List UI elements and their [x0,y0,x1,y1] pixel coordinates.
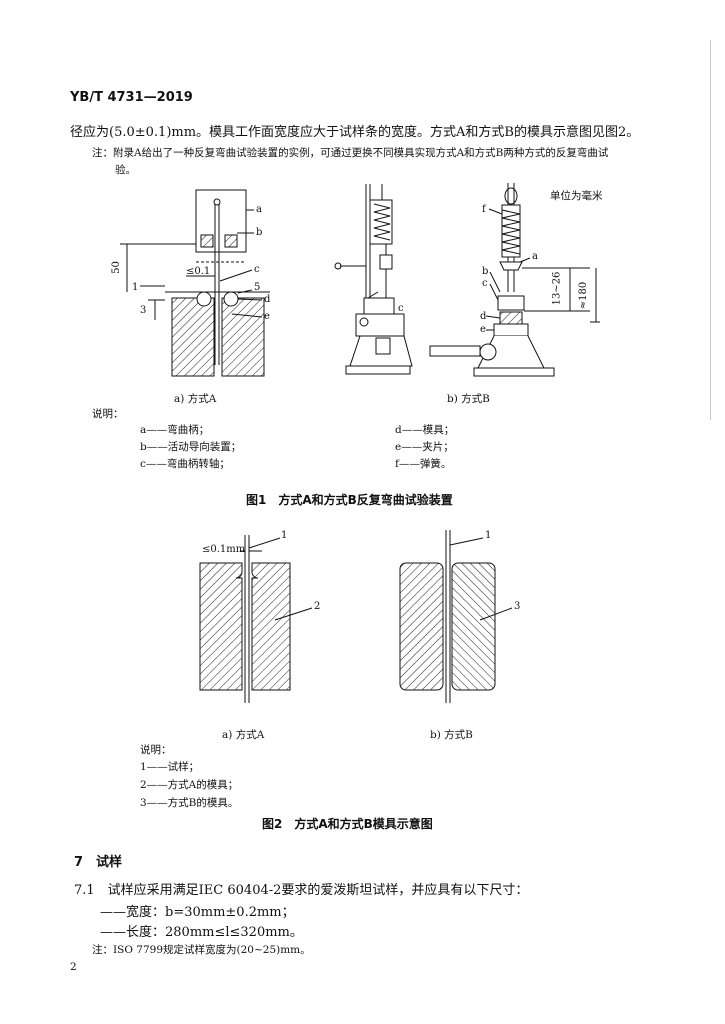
fig1-dim-3: 3 [140,305,147,316]
figure2-caption: 图2 方式A和方式B模具示意图 [262,817,433,831]
spec-width: ——宽度：b=30mm±0.2mm； [100,905,295,920]
fig2-subcaption-a: a) 方式A [222,729,265,741]
fig1-label-c: c [254,264,260,275]
figure1-caption: 图1 方式A和方式B反复弯曲试验装置 [246,493,453,507]
fig2a-label-1: 1 [281,530,288,541]
fig1r-label-e: e [480,324,486,335]
fig1-legend-b: b——活动导向装置； [140,441,242,453]
fig1-label-a: a [256,204,262,215]
fig2-legend-1: 1——试样； [140,761,200,773]
fig1-label-b: b [256,227,263,238]
note-annex-a-line2: 验。 [115,164,136,176]
figure2-a-drawing [199,535,313,703]
note-annex-a-line1: 注：附录A给出了一种反复弯曲试验装置的实例，可通过更换不同模具实现方式A和方式B… [92,147,609,159]
fig1r-label-c: c [482,278,488,289]
fig1-subcaption-a: a) 方式A [174,393,217,405]
figure1-b-drawing [334,184,413,375]
fig1-dim-1: 1 [132,282,139,293]
fig2a-label-2: 2 [314,601,321,612]
fig1-legend-c: c——弯曲柄转轴； [140,458,230,470]
fig1r-label-a: a [532,251,538,262]
fig1b-label-c: c [398,303,404,314]
fig1r-dim-180: ≈180 [578,281,590,310]
fig1-label-d: d [264,294,271,305]
fig2a-dim-gap: ≤0.1mm [202,544,246,555]
figure1-right-drawing [429,183,600,377]
section-7-note: 注：ISO 7799规定试样宽度为(20~25)mm。 [92,944,311,956]
paragraph-die-width: 径应为(5.0±0.1)mm。模具工作面宽度应大于试样条的宽度。方式A和方式B的… [70,125,640,140]
fig2-legend-2: 2——方式A的模具； [140,779,239,791]
fig2b-label-1: 1 [485,530,492,541]
fig1-legend-title: 说明： [92,408,124,420]
clause-7-1: 7.1 试样应采用满足IEC 60404-2要求的爱泼斯坦试样，并应具有以下尺寸… [74,883,529,898]
fig1-dim-50: 50 [110,261,122,274]
fig1r-label-b: b [482,266,489,277]
figure1-a-drawing [120,189,270,377]
fig1-dim-gap: ≤0.1 [186,266,211,277]
fig1-subcaption-b: b) 方式B [447,393,490,405]
figure2-b-drawing [399,530,513,703]
fig1-legend-a: a——弯曲柄； [140,424,210,436]
fig1-dim-5: 5 [254,282,261,293]
page-number: 2 [70,961,77,973]
fig2b-label-3: 3 [514,601,521,612]
fig1r-label-f: f [482,204,486,215]
fig1-legend-f: f——弹簧。 [395,458,452,470]
fig2-legend-3: 3——方式B的模具。 [140,797,239,809]
fig1-legend-e: e——夹片； [395,441,454,453]
fig1-label-e: e [264,311,270,322]
fig2-subcaption-b: b) 方式B [430,729,473,741]
fig1-legend-d: d——模具； [395,424,455,436]
fig1r-label-d: d [480,311,487,322]
document-header-id: YB/T 4731—2019 [70,90,193,105]
unit-note: 单位为毫米 [550,190,603,202]
section-7-heading: 7 试样 [74,855,123,870]
scan-edge-line [710,40,711,420]
spec-length: ——长度：280mm≤l≤320mm。 [100,925,303,940]
fig2-legend-title: 说明： [140,744,172,756]
fig1r-dim-13-26: 13~26 [551,271,563,306]
